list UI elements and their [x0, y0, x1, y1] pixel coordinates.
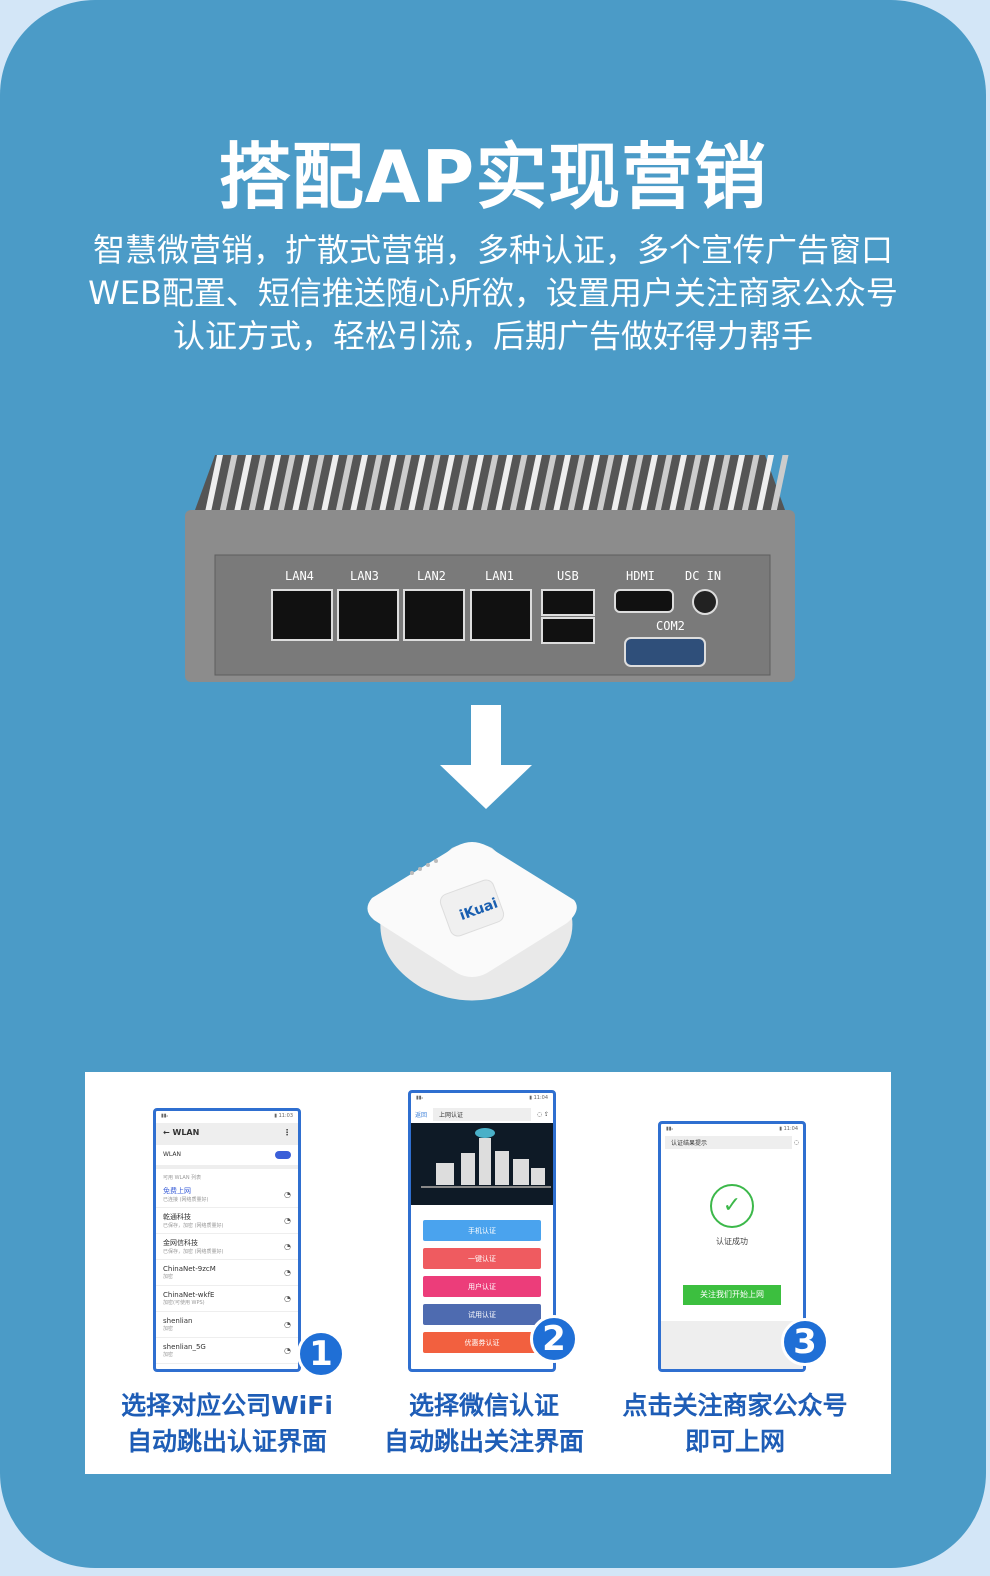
port-label-hdmi: HDMI [626, 569, 655, 583]
access-point-image: iKuai [367, 842, 577, 1001]
caption-line: 选择对应公司WiFi [121, 1391, 333, 1420]
wlan-toggle-label: WLAN [163, 1151, 182, 1158]
auth-option-button[interactable]: 一键认证 [423, 1248, 541, 1269]
wifi-signal-icon: ◔ [284, 1294, 291, 1303]
wifi-name: ChinaNet-wkfE [163, 1291, 215, 1299]
result-header: 认证结果提示 [665, 1136, 792, 1149]
down-arrow-icon [440, 705, 532, 809]
port-label-dcin: DC IN [685, 569, 721, 583]
wifi-signal-icon: ◔ [284, 1242, 291, 1251]
subtitle-line-3: 认证方式，轻松引流，后期广告做好得力帮手 [172, 317, 813, 355]
port-label-lan1: LAN1 [485, 569, 514, 583]
auth-option-button[interactable]: 试用认证 [423, 1304, 541, 1325]
step-badge-2: 2 [530, 1315, 578, 1363]
success-check-icon: ✓ [710, 1184, 754, 1228]
wifi-status: 加密 [163, 1352, 174, 1358]
wifi-signal-icon: ◔ [284, 1190, 291, 1199]
wifi-name: shenlian [163, 1317, 193, 1325]
wifi-name: 金网信科技 [163, 1239, 198, 1247]
wifi-name: shenlian_5G [163, 1343, 206, 1351]
step-badge-1: 1 [297, 1330, 345, 1378]
port-label-usb: USB [557, 569, 579, 583]
wifi-signal-icon: ◔ [284, 1320, 291, 1329]
wlan-header: WLAN [172, 1128, 200, 1137]
caption-line: 选择微信认证 [408, 1391, 559, 1420]
subtitle-line-1: 智慧微营销，扩散式营销，多种认证，多个宣传广告窗口 [92, 231, 893, 269]
caption-line: 自动跳出认证界面 [126, 1427, 327, 1456]
step-caption-2: 选择微信认证自动跳出关注界面 [344, 1388, 624, 1460]
wifi-status: 加密 [163, 1274, 174, 1280]
wifi-status: 加密 [163, 1326, 174, 1332]
page-title: 搭配AP实现营销 [218, 135, 768, 219]
phone-screen-result: ▮▮ᵢₗ▮ 11:04 认证结果提示 ◌ ✓ 认证成功 关注我们开始上网 [658, 1121, 806, 1372]
step-caption-3: 点击关注商家公众号即可上网 [595, 1388, 875, 1460]
steps-card: ▮▮ᵢₗ▮ 11:03 ← WLAN⋮ WLAN 可用 WLAN 列表 免费上网… [85, 1072, 891, 1474]
wifi-name: 免费上网 [163, 1187, 191, 1195]
back-link[interactable]: 返回 [415, 1111, 428, 1119]
port-label-lan3: LAN3 [350, 569, 379, 583]
wifi-signal-icon: ◔ [284, 1346, 291, 1355]
caption-line: 即可上网 [684, 1427, 785, 1456]
auth-option-button[interactable]: 用户认证 [423, 1276, 541, 1297]
wifi-network-item[interactable]: 免费上网已连接 (网络质量好) ◔ [156, 1182, 298, 1208]
wifi-name: ChinaNet-9zcM [163, 1265, 216, 1273]
port-label-com2: COM2 [656, 619, 685, 633]
phone-screen-auth: ▮▮ᵢₗ▮ 11:04 返回上网认证◌ ⇪ 手机认证一键认证用户认证试用认证优惠… [408, 1090, 556, 1372]
step-badge-3: 3 [781, 1318, 829, 1366]
wifi-signal-icon: ◔ [284, 1268, 291, 1277]
wifi-signal-icon: ◔ [284, 1216, 291, 1225]
wifi-name: 乾通科技 [163, 1213, 191, 1221]
mini-pc-image: LAN4 LAN3 LAN2 LAN1 USB HDMI DC IN COM2 [185, 455, 795, 682]
wifi-status: 已连接 (网络质量好) [163, 1197, 209, 1203]
follow-button[interactable]: 关注我们开始上网 [683, 1285, 781, 1305]
auth-option-button[interactable]: 手机认证 [423, 1220, 541, 1241]
wlan-toggle[interactable] [275, 1151, 291, 1159]
port-label-lan4: LAN4 [285, 569, 314, 583]
city-banner-image [411, 1123, 553, 1205]
wifi-network-item[interactable]: 金网信科技已保存，加密 (网络质量好) ◔ [156, 1234, 298, 1260]
phone-screen-wlan: ▮▮ᵢₗ▮ 11:03 ← WLAN⋮ WLAN 可用 WLAN 列表 免费上网… [153, 1108, 301, 1372]
result-text: 认证成功 [716, 1237, 748, 1246]
wlan-list-title: 可用 WLAN 列表 [163, 1175, 202, 1181]
step-caption-1: 选择对应公司WiFi 自动跳出认证界面 [87, 1388, 367, 1460]
port-label-lan2: LAN2 [417, 569, 446, 583]
wifi-status: 已保存，加密 (网络质量好) [163, 1249, 224, 1255]
wifi-status: 加密(可使用 WPS) [163, 1300, 205, 1306]
caption-line: 点击关注商家公众号 [622, 1391, 848, 1420]
auth-option-button[interactable]: 优惠券认证 [423, 1332, 541, 1353]
auth-header: 上网认证 [433, 1107, 531, 1121]
caption-line: 自动跳出关注界面 [383, 1427, 584, 1456]
wifi-status: 已保存，加密 (网络质量好) [163, 1223, 224, 1229]
subtitle-line-2: WEB配置、短信推送随心所欲，设置用户关注商家公众号 [88, 274, 898, 312]
wifi-network-item[interactable]: 乾通科技已保存，加密 (网络质量好) ◔ [156, 1208, 298, 1234]
